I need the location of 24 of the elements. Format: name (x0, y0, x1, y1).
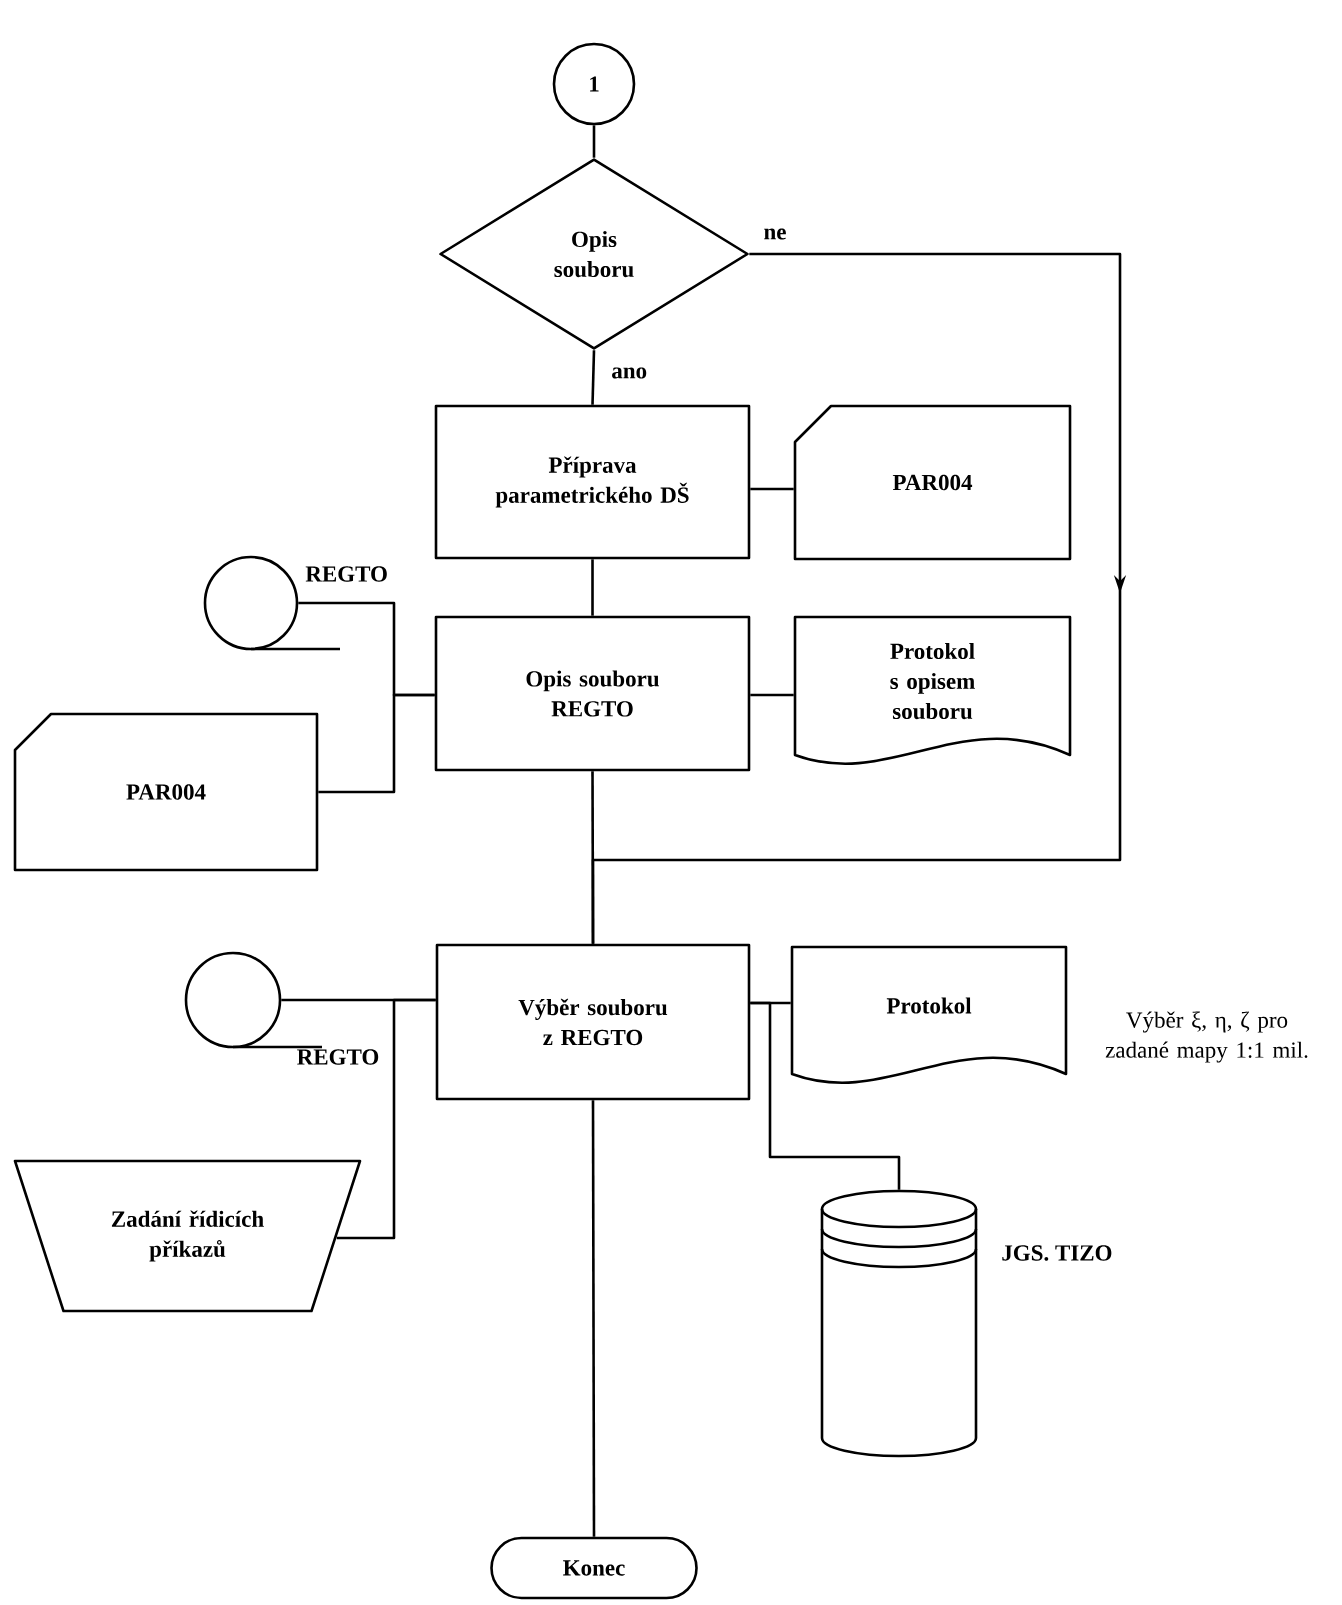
process-box: Opis souboru REGTO (434, 615, 751, 772)
flow-line (591, 1100, 596, 1537)
flow-line (591, 559, 594, 616)
side-label: Výběr ξ, η, ζ pro zadané mapy 1:1 mil. (1105, 1011, 1308, 1063)
side-label: REGTO (297, 1049, 379, 1065)
flow-line (591, 771, 595, 944)
flow-line (592, 125, 596, 158)
edge-label: ne (759, 224, 791, 244)
punched-card: PAR004 (793, 404, 1072, 561)
terminal-box: Konec (490, 1536, 698, 1600)
flow-line (750, 693, 794, 697)
storage-cylinder (820, 1189, 978, 1458)
side-label: REGTO (305, 566, 387, 582)
flow-line (336, 998, 436, 1240)
flow-line (591, 350, 596, 405)
flow-line (750, 487, 794, 491)
process-box: Příprava parametrického DŠ (434, 404, 751, 560)
process-box: Výběr souboru z REGTO (435, 943, 751, 1101)
magnetic-tape-symbol (184, 951, 322, 1049)
flow-line (750, 1001, 901, 1190)
side-label: JGS. TIZO (1002, 1245, 1112, 1261)
punched-card: PAR004 (13, 712, 319, 872)
flow-line (318, 693, 435, 794)
edge-label: ano (607, 363, 652, 383)
